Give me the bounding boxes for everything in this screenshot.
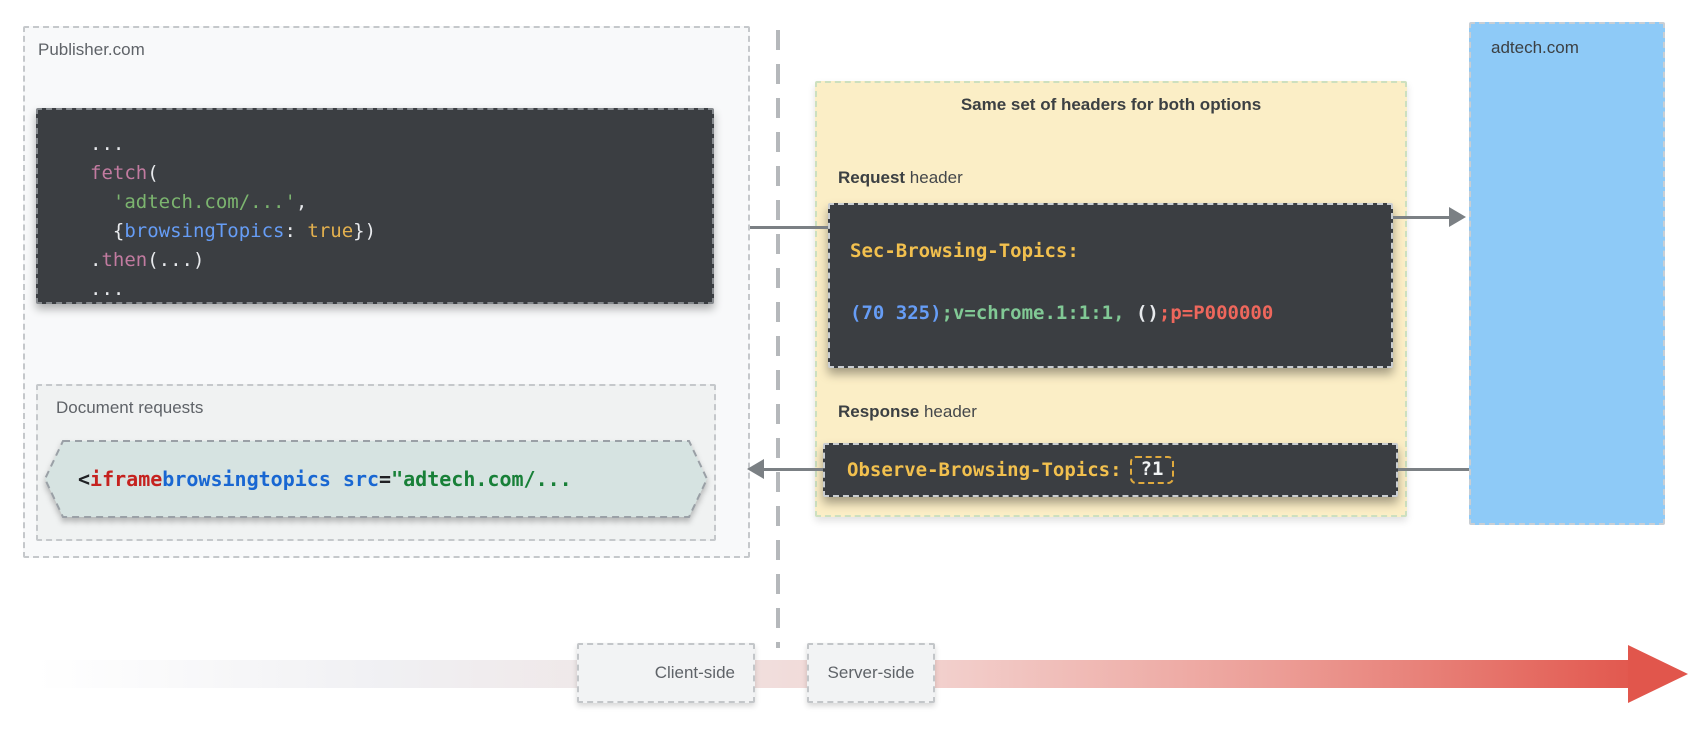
headers-panel-title: Same set of headers for both options <box>960 95 1262 114</box>
arrow-right-icon <box>1449 207 1466 227</box>
connector-request-to-adtech <box>1393 216 1451 219</box>
request-header-label-rest: header <box>905 168 963 187</box>
iframe-code: <iframe browsingtopics src="adtech.com/.… <box>78 467 572 491</box>
document-requests-label: Document requests <box>56 398 204 417</box>
connector-publisher-to-request <box>750 226 828 229</box>
fetch-code-block: ... fetch( 'adtech.com/...', {browsingTo… <box>36 108 714 304</box>
client-server-divider-line <box>776 30 780 648</box>
fetch-code-line: fetch( <box>90 162 159 184</box>
adtech-label: adtech.com <box>1491 38 1579 57</box>
request-header-value: (70 325);v=chrome.1:1:1, ();p=P000000 <box>850 302 1274 324</box>
response-header-value-badge: ?1 <box>1129 456 1175 484</box>
publisher-label: Publisher.com <box>38 40 145 59</box>
connector-adtech-to-response <box>1398 468 1469 471</box>
server-side-label-box: Server-side <box>807 643 935 703</box>
response-header-block: Observe-Browsing-Topics: ?1 <box>823 443 1398 497</box>
request-header-label: Request header <box>838 168 963 188</box>
response-header-label-bold: Response <box>838 402 920 421</box>
response-header-label-rest: header <box>919 402 977 421</box>
response-header-label: Response header <box>838 402 977 422</box>
fetch-code-line: 'adtech.com/...', <box>90 191 308 213</box>
response-header-name: Observe-Browsing-Topics: <box>847 458 1122 481</box>
fetch-code-line: {browsingTopics: true}) <box>90 220 377 242</box>
timeline-arrowhead-icon <box>1628 645 1688 703</box>
adtech-box <box>1469 22 1665 525</box>
arrow-left-icon <box>747 459 764 479</box>
request-header-block: Sec-Browsing-Topics: (70 325);v=chrome.1… <box>828 203 1393 368</box>
fetch-code-line: .then(...) <box>90 249 205 271</box>
request-header-name: Sec-Browsing-Topics: <box>850 240 1079 262</box>
client-side-label: Client-side <box>654 663 735 682</box>
request-header-gap <box>850 266 1391 299</box>
client-side-label-box: Client-side <box>577 643 755 703</box>
server-side-label: Server-side <box>827 663 915 682</box>
fetch-code-line: ... <box>90 278 125 300</box>
connector-response-to-publisher <box>764 468 823 471</box>
fetch-code-line: ... <box>90 133 125 155</box>
iframe-hexagon-shape <box>43 440 709 518</box>
request-header-label-bold: Request <box>838 168 906 187</box>
